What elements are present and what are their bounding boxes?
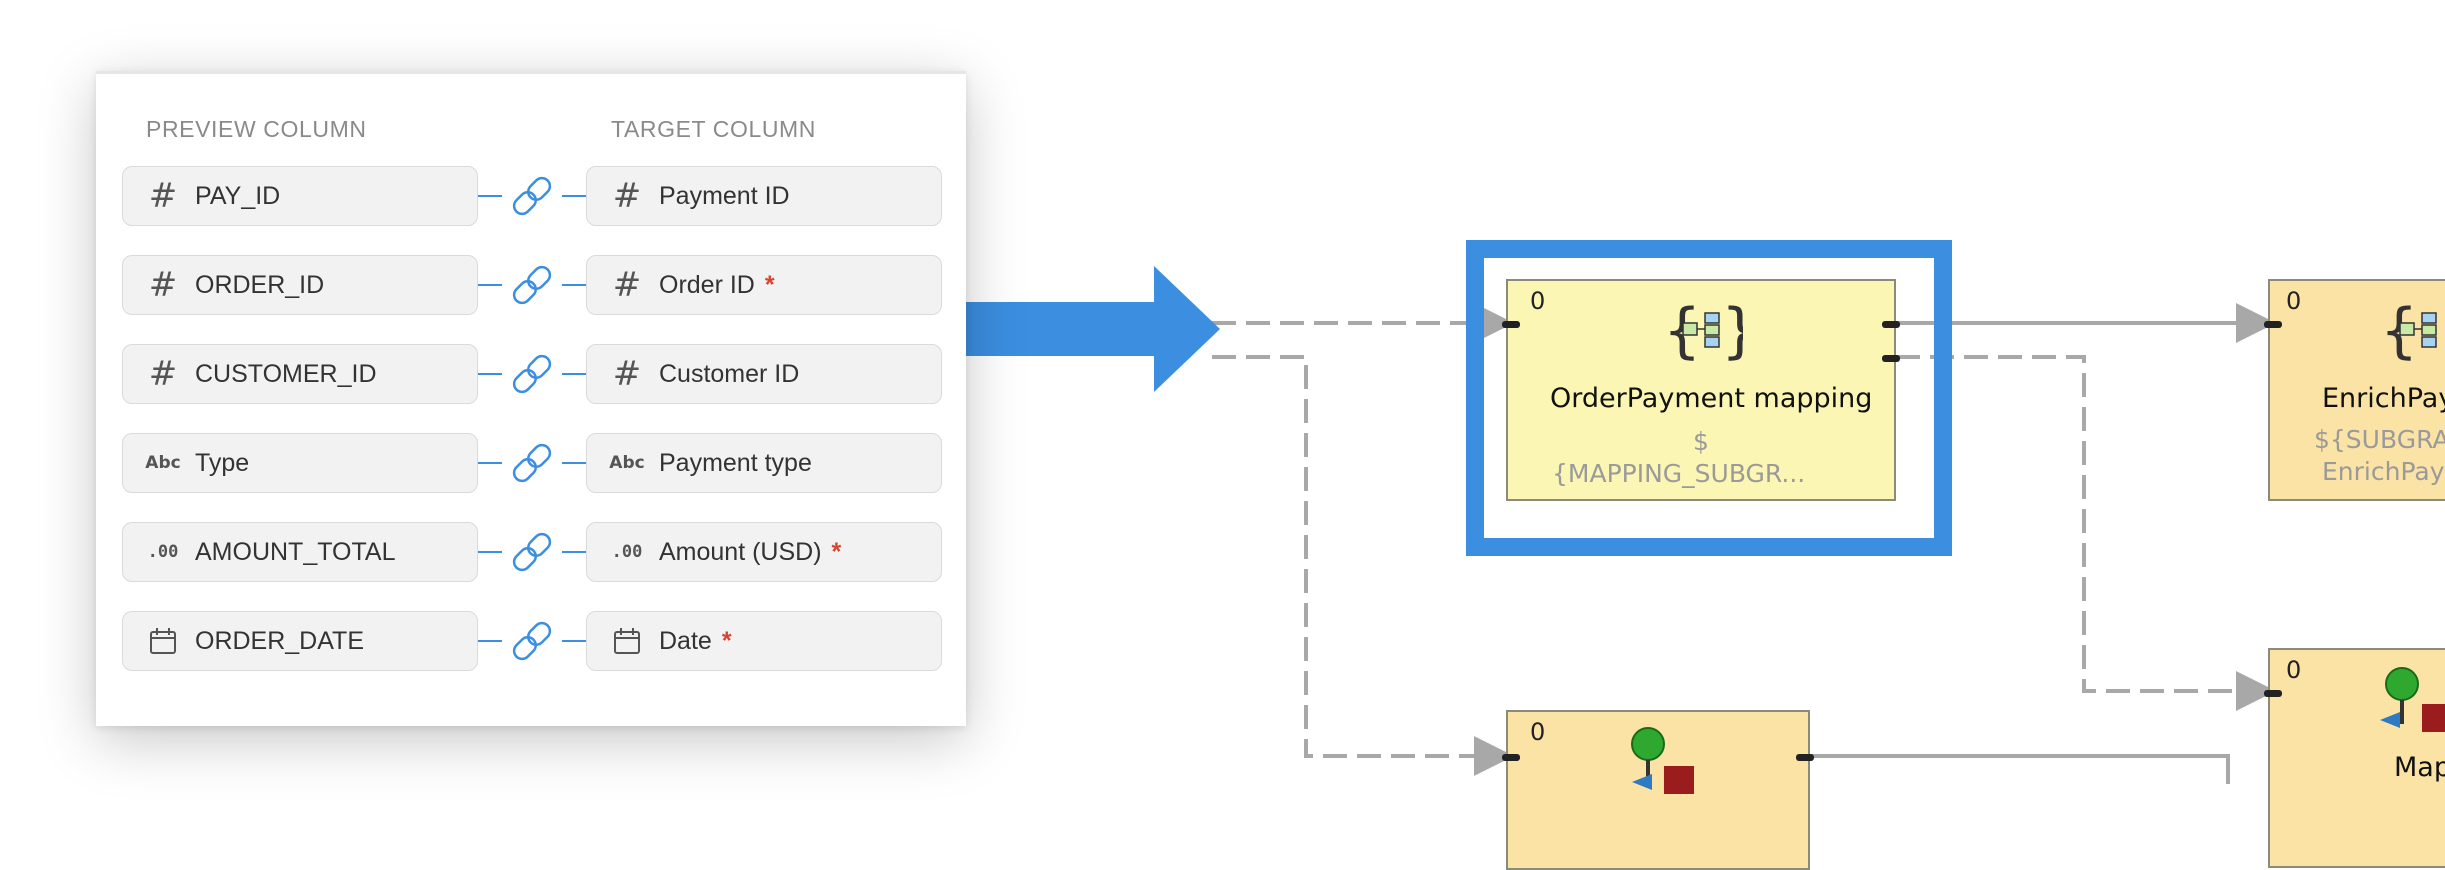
target-column-field[interactable]: # Customer ID bbox=[586, 344, 942, 404]
column-mapping-panel: PREVIEW COLUMN TARGET COLUMN # PAY_ID # Pay… bbox=[96, 71, 966, 726]
number-type-icon: # bbox=[148, 354, 178, 394]
svg-text:}: } bbox=[1721, 299, 1743, 366]
preview-column-label: CUSTOMER_ID bbox=[195, 359, 377, 388]
reader-icon bbox=[1631, 727, 1694, 794]
preview-column-label: ORDER_DATE bbox=[195, 626, 365, 655]
target-column-field[interactable]: Abc Payment type bbox=[586, 433, 942, 493]
number-type-icon: # bbox=[612, 265, 642, 305]
mapping-icon: { } bbox=[1663, 299, 1743, 366]
output-port[interactable] bbox=[1796, 754, 1814, 761]
node-subtitle-2: {MAPPING_SUBGR... bbox=[1552, 459, 1806, 488]
preview-column-field[interactable]: ORDER_DATE bbox=[122, 611, 478, 671]
node-reader[interactable]: 0 bbox=[1502, 710, 1814, 870]
input-port[interactable] bbox=[1502, 754, 1520, 761]
target-column-header: TARGET COLUMN bbox=[611, 116, 817, 142]
selection-highlight bbox=[1466, 240, 1952, 556]
link-connector[interactable] bbox=[478, 166, 586, 226]
target-column-label: Payment ID bbox=[659, 181, 790, 210]
node-count: 0 bbox=[1530, 718, 1546, 746]
preview-column-header: PREVIEW COLUMN bbox=[146, 116, 367, 142]
preview-column-label: ORDER_ID bbox=[195, 270, 325, 299]
node-count: 0 bbox=[2286, 287, 2302, 315]
node-map[interactable]: 0 Map bbox=[2264, 648, 2445, 868]
target-column-label: Order ID bbox=[659, 270, 755, 299]
node-subtitle-2: EnrichPaym bbox=[2322, 457, 2445, 486]
input-port[interactable] bbox=[2264, 321, 2282, 328]
node-count: 0 bbox=[1530, 287, 1546, 315]
mapping-icon: { bbox=[2380, 299, 2437, 366]
preview-column-field[interactable]: # PAY_ID bbox=[122, 166, 478, 226]
target-column-label: Amount (USD) bbox=[659, 537, 822, 566]
link-icon bbox=[478, 443, 586, 483]
link-icon bbox=[478, 621, 586, 661]
target-column-label: Date bbox=[659, 626, 712, 655]
node-count: 0 bbox=[2286, 656, 2302, 684]
node-enrichpay[interactable]: 0 { EnrichPay ${SUBGRAP EnrichPaym bbox=[2264, 279, 2445, 501]
node-title: EnrichPay bbox=[2322, 383, 2445, 414]
decimal-type-icon: .00 bbox=[147, 542, 179, 562]
graph-edges bbox=[1212, 303, 2276, 784]
text-type-icon: Abc bbox=[145, 453, 181, 473]
link-icon bbox=[478, 354, 586, 394]
output-port[interactable] bbox=[1882, 355, 1900, 362]
preview-column-field[interactable]: Abc Type bbox=[122, 433, 478, 493]
calendar-icon bbox=[609, 625, 645, 657]
number-type-icon: # bbox=[612, 176, 642, 216]
arrow-right-icon bbox=[966, 266, 1220, 392]
required-marker: * bbox=[764, 270, 775, 299]
target-column-label: Customer ID bbox=[659, 359, 800, 388]
link-icon bbox=[478, 176, 586, 216]
number-type-icon: # bbox=[612, 354, 642, 394]
required-marker: * bbox=[721, 626, 732, 655]
text-type-icon: Abc bbox=[609, 453, 645, 473]
link-connector[interactable] bbox=[478, 433, 586, 493]
node-title: OrderPayment mapping bbox=[1550, 383, 1873, 414]
target-column-field[interactable]: .00 Amount (USD) * bbox=[586, 522, 942, 582]
link-connector[interactable] bbox=[478, 522, 586, 582]
edge-solid-2 bbox=[1810, 754, 2230, 784]
node-title: Map bbox=[2394, 752, 2445, 783]
link-icon bbox=[478, 265, 586, 305]
output-port[interactable] bbox=[1882, 321, 1900, 328]
calendar-icon bbox=[145, 625, 181, 657]
node-orderpayment-mapping[interactable]: 0 { } OrderPayment mapping $ {MAPPING_SU… bbox=[1502, 279, 1900, 501]
edge-dashed-3 bbox=[1896, 355, 2276, 711]
link-connector[interactable] bbox=[478, 344, 586, 404]
number-type-icon: # bbox=[148, 265, 178, 305]
preview-column-label: AMOUNT_TOTAL bbox=[195, 537, 396, 566]
link-icon bbox=[478, 532, 586, 572]
preview-column-field[interactable]: # CUSTOMER_ID bbox=[122, 344, 478, 404]
target-column-field[interactable]: # Order ID * bbox=[586, 255, 942, 315]
link-connector[interactable] bbox=[478, 611, 586, 671]
input-port[interactable] bbox=[2264, 690, 2282, 697]
required-marker: * bbox=[831, 537, 842, 566]
preview-column-field[interactable]: .00 AMOUNT_TOTAL bbox=[122, 522, 478, 582]
edge-dashed-2 bbox=[1212, 355, 1514, 776]
preview-column-label: Type bbox=[195, 448, 250, 477]
target-column-label: Payment type bbox=[659, 448, 812, 477]
target-column-field[interactable]: Date * bbox=[586, 611, 942, 671]
node-subtitle-1: ${SUBGRAP bbox=[2314, 425, 2445, 454]
node-subtitle-1: $ bbox=[1693, 427, 1709, 456]
link-connector[interactable] bbox=[478, 255, 586, 315]
writer-icon bbox=[2380, 667, 2445, 732]
decimal-type-icon: .00 bbox=[611, 542, 643, 562]
target-column-field[interactable]: # Payment ID bbox=[586, 166, 942, 226]
number-type-icon: # bbox=[148, 176, 178, 216]
input-port[interactable] bbox=[1502, 321, 1520, 328]
preview-column-field[interactable]: # ORDER_ID bbox=[122, 255, 478, 315]
preview-column-label: PAY_ID bbox=[195, 181, 281, 210]
